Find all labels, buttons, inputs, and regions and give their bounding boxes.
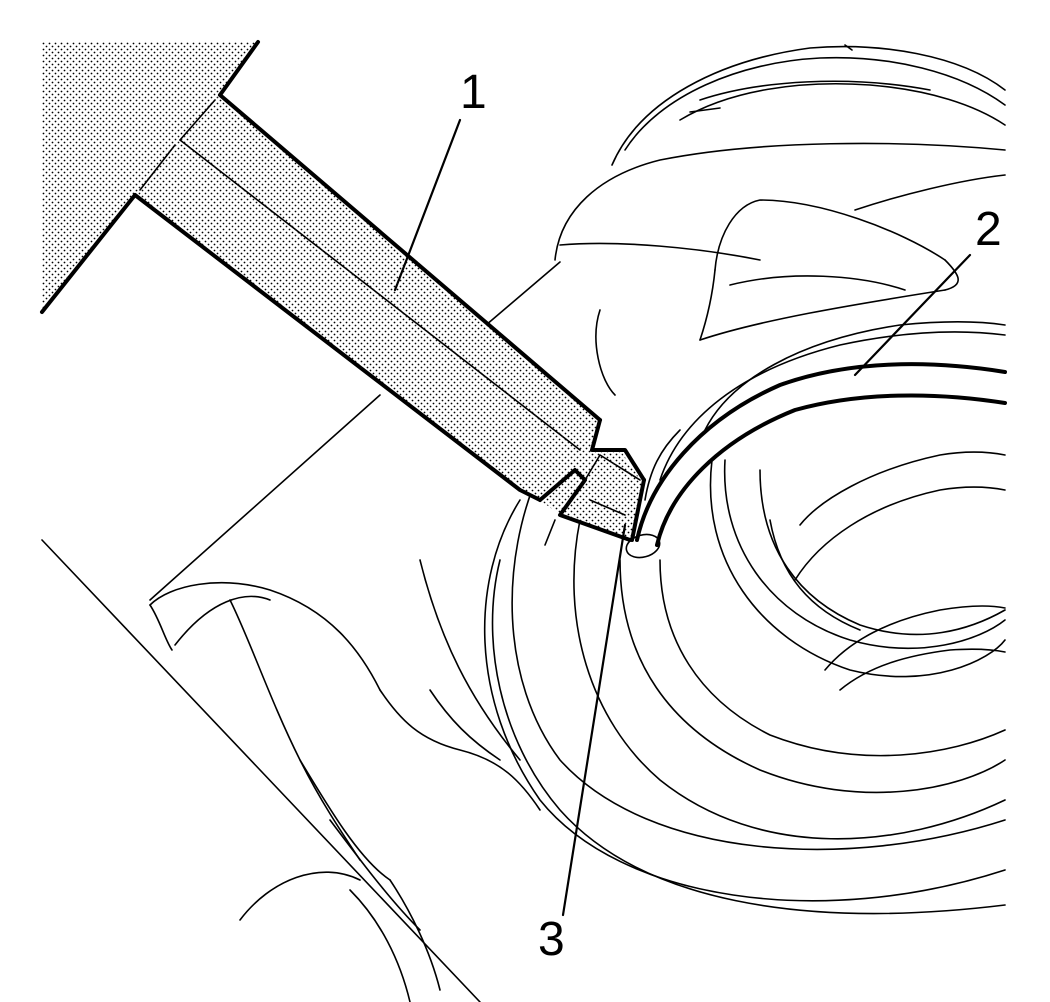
leader-line-3	[561, 523, 627, 917]
tool-shaft	[133, 93, 646, 546]
callout-1: 1	[460, 66, 487, 119]
housing-casting	[41, 44, 1006, 1002]
leader-lines	[393, 118, 972, 917]
seal-ring	[625, 362, 1007, 559]
leader-line-1	[393, 118, 462, 292]
callout-2: 2	[975, 203, 1002, 256]
leader-line-2	[853, 253, 972, 377]
callout-3: 3	[538, 913, 565, 966]
